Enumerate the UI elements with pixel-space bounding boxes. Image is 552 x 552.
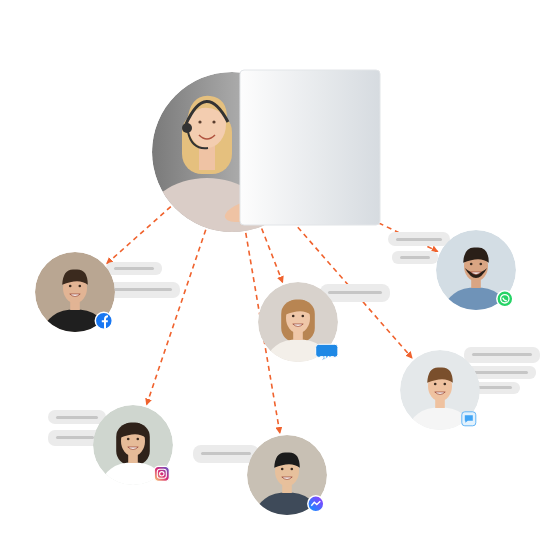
avatar-eye (69, 285, 72, 288)
avatar-eye (292, 315, 295, 318)
avatar-beard (465, 268, 487, 278)
whatsapp-icon (497, 291, 513, 307)
bubble-line (328, 291, 382, 294)
dashed-arrow (147, 230, 206, 405)
badge-layer (35, 252, 115, 332)
agent-neck (199, 146, 215, 170)
dashed-arrow (107, 207, 171, 264)
badge-layer (258, 282, 338, 362)
platform-badge (497, 291, 513, 307)
avatar-smile (435, 392, 445, 394)
avatar-eye (127, 438, 130, 441)
platform-badge (308, 496, 324, 512)
avatar-eye (291, 468, 294, 471)
avatar-smile (128, 447, 138, 449)
computer-monitor (240, 70, 380, 225)
customer-avatar: SMS (258, 282, 338, 362)
headset-mic (188, 132, 208, 148)
chat-bubble (106, 262, 162, 275)
badge-label-holder: SMS (319, 347, 334, 365)
bubble-line (56, 436, 94, 439)
badge-layer (93, 405, 173, 485)
chat-bubble (392, 251, 438, 264)
badge-label: SMS (319, 355, 334, 362)
customer-avatar (93, 405, 173, 485)
facebook-icon (95, 312, 112, 329)
avatar-eye (434, 383, 437, 386)
avatar-hair-top (274, 452, 300, 467)
headset-band (186, 101, 228, 124)
avatar-smile (70, 294, 80, 296)
agent-circle (152, 72, 312, 232)
customer-avatar (400, 350, 480, 430)
chat-bubble (193, 445, 259, 463)
avatar-eye (281, 468, 284, 471)
avatar-illustration (247, 435, 327, 536)
agent-eye (198, 120, 201, 123)
avatar-illustration (93, 405, 173, 506)
bubble-line (472, 371, 528, 374)
platform-badge (462, 412, 476, 426)
bubble-line (114, 267, 154, 270)
avatar-hair-top (427, 367, 453, 382)
chat-bubble (48, 410, 106, 424)
badge-layer (247, 435, 327, 515)
avatar-eye (470, 263, 473, 266)
chat-bubble-icon (465, 415, 473, 423)
chat-icon (462, 412, 476, 426)
bubble-line (476, 386, 512, 389)
bubble-line (201, 452, 251, 455)
avatar-hair-top (463, 247, 489, 262)
instagram-frame (157, 469, 166, 478)
agent-smile (199, 135, 215, 139)
agent-illustration (145, 70, 380, 270)
badge-layer (436, 230, 516, 310)
instagram-lens (160, 472, 164, 476)
avatar-smile (282, 477, 292, 479)
bubble-line (396, 238, 442, 241)
chat-bubble (388, 232, 450, 246)
instagram-icon (154, 466, 169, 481)
bubble-line (400, 256, 430, 259)
facebook-f (102, 316, 108, 329)
avatar-smile (471, 272, 481, 274)
dashed-arrow (262, 228, 283, 281)
avatar-illustration (400, 350, 480, 451)
avatar-illustration (436, 230, 516, 331)
avatar-hair-top (285, 299, 311, 314)
messenger-icon (308, 496, 324, 512)
platform-badge (154, 466, 169, 481)
avatar-illustration (35, 252, 115, 353)
headset-ear (182, 123, 192, 133)
avatar-smile (293, 324, 303, 326)
avatar-hair (281, 300, 315, 342)
avatar-hair-top (120, 422, 146, 437)
badge-layer (400, 350, 480, 430)
node-illustration (152, 72, 312, 232)
avatar-eye (444, 383, 447, 386)
chat-bubble (464, 347, 540, 363)
avatar-eye (137, 438, 140, 441)
avatar-eye (480, 263, 483, 266)
avatar-hair (116, 423, 150, 465)
bubble-line (56, 416, 98, 419)
avatar-hair-top (62, 269, 88, 284)
chat-bubble (106, 282, 180, 298)
customer-avatar (247, 435, 327, 515)
customer-avatar (35, 252, 115, 332)
bubble-line (472, 353, 532, 356)
messenger-bolt (311, 501, 320, 506)
customer-avatar (436, 230, 516, 310)
bubble-line (114, 288, 172, 291)
whatsapp-ring (501, 295, 509, 303)
avatar-eye (79, 285, 82, 288)
agent-eye (212, 120, 215, 123)
avatar-eye (302, 315, 305, 318)
avatar-illustration (258, 282, 338, 383)
whatsapp-phone (503, 298, 507, 301)
platform-badge (95, 312, 112, 329)
